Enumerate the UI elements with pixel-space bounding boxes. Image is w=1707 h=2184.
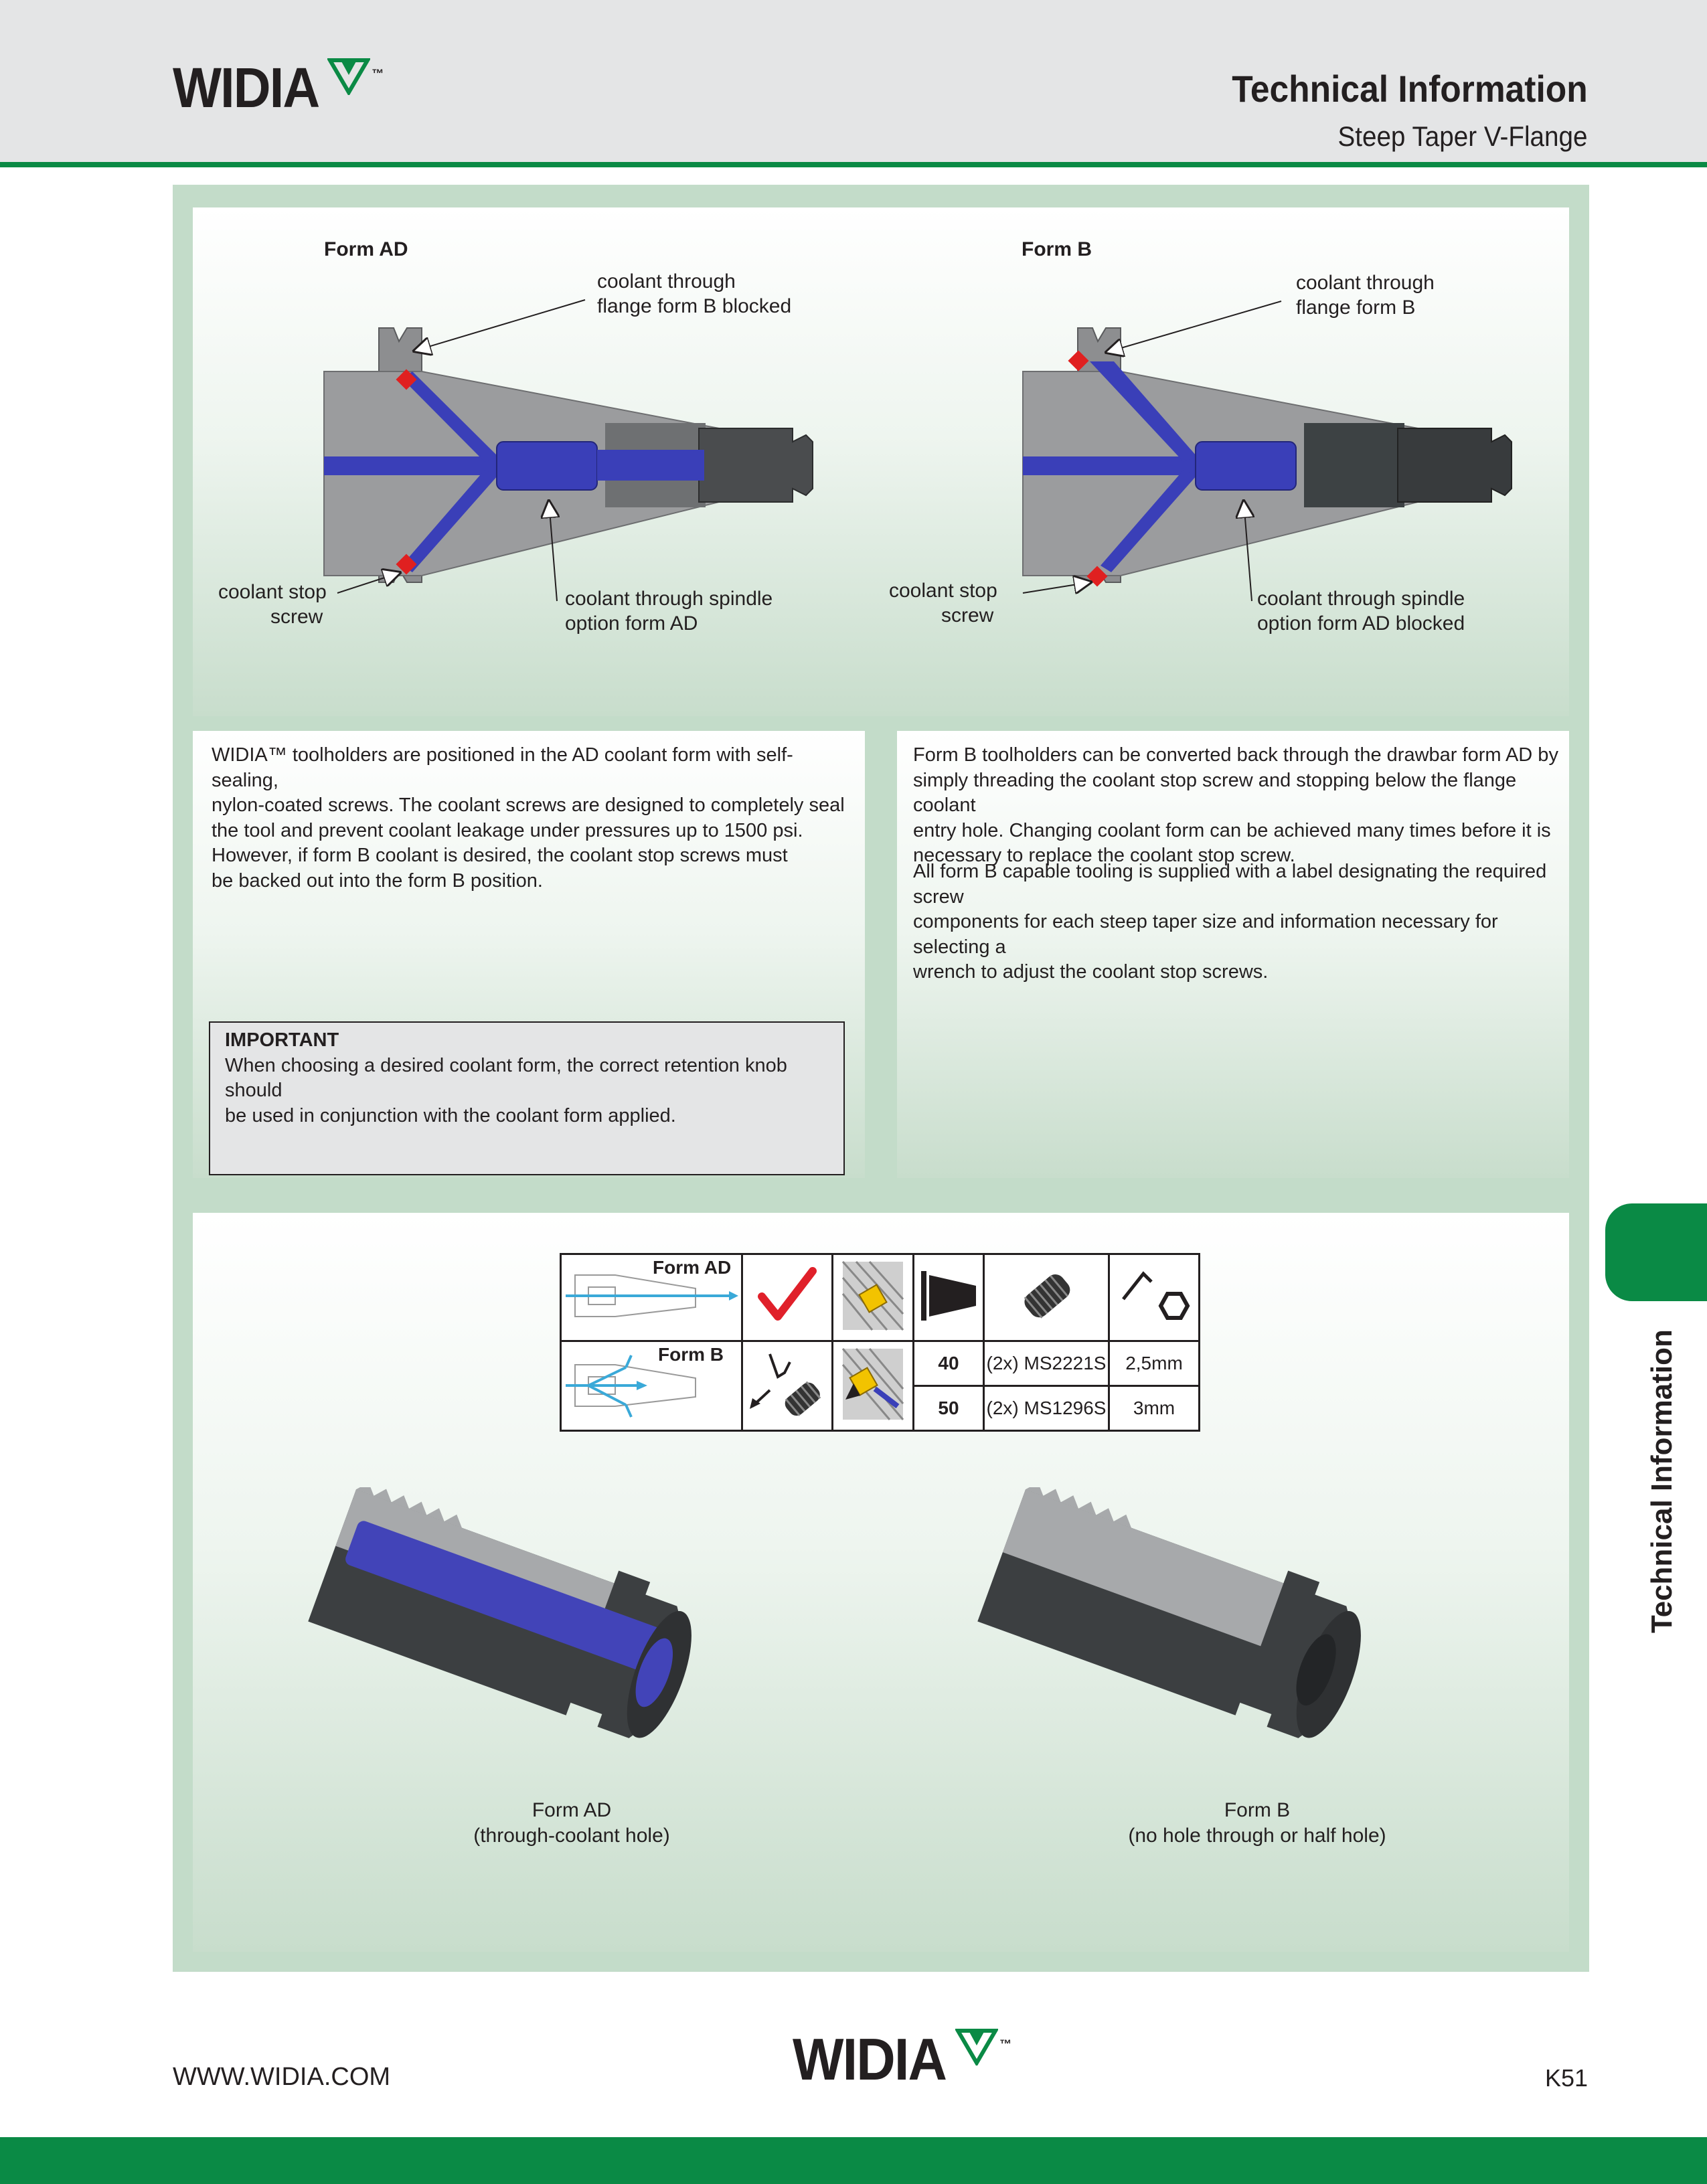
paragraph-line: wrench to adjust the coolant stop screws…	[913, 961, 1269, 983]
screw-seated-icon	[841, 1260, 904, 1331]
form-b-conversion-text-card: Form B toolholders can be converted back…	[897, 731, 1569, 1178]
form-b-knob-caption-line2: (no hole through or half hole)	[1128, 1825, 1386, 1847]
coolant-form-diagram-card: Form AD coolant through flange form B bl…	[193, 207, 1569, 716]
form-b-callout-bottom-line1: coolant through spindle	[1257, 588, 1465, 610]
widia-triangle-icon	[327, 58, 371, 95]
form-ad-knob-caption-line2: (through-coolant hole)	[473, 1825, 670, 1847]
paragraph-line: components for each steep taper size and…	[913, 911, 1498, 958]
size-cell: 50	[912, 1385, 985, 1432]
paragraph-line: be backed out into the form B position.	[212, 869, 543, 892]
widia-triangle-icon	[955, 2029, 999, 2066]
paragraph-line: WIDIA™ toolholders are positioned in the…	[212, 744, 793, 791]
form-ad-knob-caption-line1: Form AD	[532, 1799, 612, 1821]
taper-cell	[912, 1253, 985, 1342]
paragraph-line: Form B toolholders can be converted back…	[913, 744, 1558, 766]
form-b-retention-knob-image	[977, 1487, 1361, 1738]
form-ad-callout-top-line1: coolant through	[597, 270, 736, 292]
form-b-label: Form B	[658, 1344, 724, 1365]
wrench-size-cell: 2,5mm	[1108, 1340, 1200, 1387]
taper-icon	[921, 1271, 976, 1321]
form-b-toolholder-icon	[566, 1355, 696, 1418]
paragraph-line: entry hole. Changing coolant form can be…	[913, 819, 1551, 841]
form-b-conversion-paragraph: Form B toolholders can be converted back…	[913, 743, 1562, 869]
checkmark-cell	[741, 1253, 833, 1342]
logo-wordmark: WIDIA	[173, 56, 320, 119]
form-b-cell: Form B	[560, 1340, 743, 1432]
screw-cell: (2x) MS2221S	[983, 1340, 1110, 1387]
form-b-knob-caption-line1: Form B	[1224, 1799, 1291, 1821]
paragraph-line: nylon-coated screws. The coolant screws …	[212, 794, 845, 816]
paragraph-line: All form B capable tooling is supplied w…	[913, 861, 1547, 908]
retention-knob-card: Form AD	[193, 1213, 1569, 1952]
widia-logo: WIDIA ™	[173, 58, 384, 118]
set-screw-cell	[983, 1253, 1110, 1342]
form-b-callout-left-line2: screw	[941, 604, 994, 626]
form-ad-callout-left-line1: coolant stop	[218, 581, 327, 603]
footer-bar	[0, 2137, 1707, 2184]
coolant-form-table: Form AD	[560, 1253, 1200, 1432]
page-header	[0, 0, 1707, 162]
paragraph-line: simply threading the coolant stop screw …	[913, 769, 1517, 817]
section-tab-label: Technical Information	[1645, 1329, 1678, 1633]
table-row: Form B	[560, 1340, 1200, 1432]
form-b-callout-bottom-line2: option form AD blocked	[1257, 612, 1465, 635]
important-note-box: IMPORTANT When choosing a desired coolan…	[209, 1021, 845, 1175]
checkmark-icon	[758, 1267, 817, 1321]
form-ad-callout-left-line2: screw	[270, 606, 323, 628]
form-ad-retention-knob-image	[308, 1487, 692, 1738]
form-b-label-paragraph: All form B capable tooling is supplied w…	[913, 859, 1562, 985]
form-ad-diagram	[323, 299, 813, 602]
wrench-adjust-icon	[750, 1353, 821, 1416]
page-title: Technical Information	[1232, 68, 1588, 110]
paragraph-line: necessary to replace the coolant stop sc…	[913, 845, 1295, 866]
form-b-diagram	[1022, 301, 1512, 602]
table-row: 50 (2x) MS1296S 3mm	[561, 1385, 1200, 1432]
hex-key-icon	[1122, 1271, 1190, 1320]
important-body-line: be used in conjunction with the coolant …	[225, 1104, 676, 1126]
form-ad-cell: Form AD	[560, 1253, 743, 1342]
important-body-line: When choosing a desired coolant form, th…	[225, 1054, 787, 1102]
important-title: IMPORTANT	[225, 1029, 339, 1051]
screw-cell: (2x) MS1296S	[983, 1385, 1110, 1432]
wrench-size-cell: 3mm	[1108, 1385, 1200, 1432]
section-tab[interactable]	[1605, 1203, 1707, 1301]
hex-key-cell	[1108, 1253, 1200, 1342]
form-b-callout-left-line1: coolant stop	[889, 580, 997, 602]
screw-backed-out-icon	[841, 1348, 904, 1420]
footer-logo-wordmark: WIDIA	[793, 2026, 947, 2092]
form-ad-title: Form AD	[324, 238, 408, 260]
set-screw-icon	[1024, 1274, 1070, 1319]
screw-seated-cell	[831, 1253, 914, 1342]
coolant-form-diagrams	[323, 299, 1512, 602]
form-ad-toolholder-icon	[566, 1274, 738, 1317]
form-ad-label: Form AD	[653, 1257, 732, 1278]
screw-backed-out-cell	[831, 1340, 914, 1432]
header-divider	[0, 162, 1707, 167]
form-b-callout-top-line1: coolant through	[1296, 272, 1435, 294]
footer-url[interactable]: WWW.WIDIA.COM	[173, 2063, 391, 2091]
paragraph-line: However, if form B coolant is desired, t…	[212, 845, 788, 866]
form-ad-callout-bottom-line2: option form AD	[565, 612, 698, 635]
form-ad-callout-bottom-line1: coolant through spindle	[565, 588, 773, 610]
wrench-adjust-cell	[741, 1340, 833, 1432]
size-cell: 40	[912, 1340, 985, 1387]
page-number: K51	[1544, 2064, 1588, 2092]
form-b-callout-top-line2: flange form B	[1296, 297, 1416, 319]
footer-logo-trademark: ™	[999, 2037, 1012, 2051]
form-ad-callout-top-line2: flange form B blocked	[597, 295, 792, 317]
form-b-title: Form B	[1022, 238, 1092, 260]
coolant-screws-paragraph: WIDIA™ toolholders are positioned in the…	[212, 743, 854, 894]
important-note: IMPORTANT When choosing a desired coolan…	[225, 1028, 827, 1128]
footer-widia-logo: WIDIA ™	[793, 2028, 1011, 2091]
table-row: Form AD	[560, 1253, 1200, 1342]
logo-trademark: ™	[372, 67, 384, 80]
page-subtitle: Steep Taper V-Flange	[1337, 120, 1588, 152]
paragraph-line: the tool and prevent coolant leakage und…	[212, 819, 803, 841]
